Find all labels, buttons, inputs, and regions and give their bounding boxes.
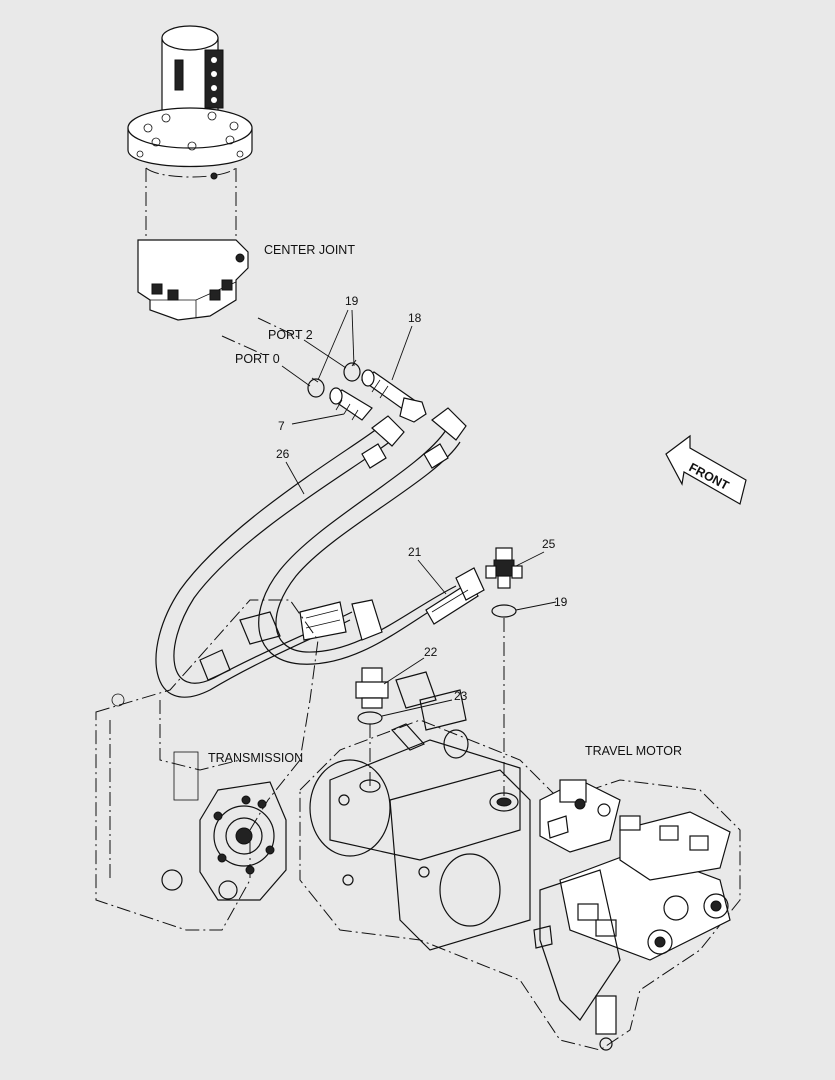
hoses [155,407,485,698]
adapter-7 [328,387,373,421]
part-number-21: 21 [408,545,422,559]
front-arrow: FRONT [665,434,747,505]
part-number-7: 7 [278,419,285,433]
port0-line [221,335,263,355]
leader-lines [281,309,557,717]
o-ring-port2 [343,362,361,382]
center-joint-label: CENTER JOINT [264,243,355,257]
o-ring-tee [491,604,517,618]
part-number-19-upper: 19 [345,294,359,308]
port2-line [257,317,301,339]
travel-motor-label: TRAVEL MOTOR [585,744,682,758]
port2-label: PORT 2 [268,328,313,342]
o-ring-port0 [307,378,325,398]
part-number-18: 18 [408,311,422,325]
tee-fitting-25 [485,547,523,589]
center-joint [127,25,253,321]
part-number-22: 22 [424,645,438,659]
travel-motor [299,671,741,1051]
fitting-22 [355,667,389,709]
port0-label: PORT 0 [235,352,280,366]
transmission [95,599,319,931]
part-number-23: 23 [454,689,468,703]
transmission-label: TRANSMISSION [208,751,303,765]
part-number-26: 26 [276,447,290,461]
part-number-25: 25 [542,537,556,551]
part-number-19-lower: 19 [554,595,568,609]
o-ring-23 [357,711,383,725]
adapter-18 [360,369,427,423]
